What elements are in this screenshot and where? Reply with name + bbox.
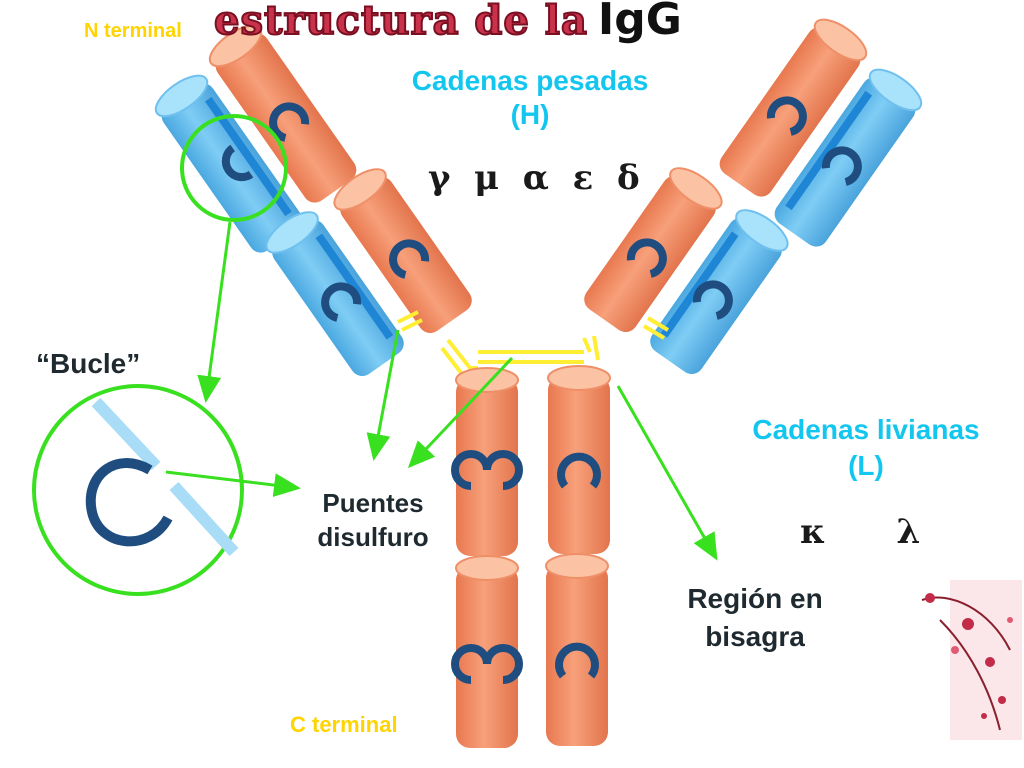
class-delta: δ xyxy=(616,158,640,198)
hinge-label-line1: Región en xyxy=(687,583,823,614)
class-lambda: λ xyxy=(896,512,921,552)
title-part1: estructura de la xyxy=(213,0,588,45)
heavy-chain-label-line1: Cadenas pesadas xyxy=(411,65,649,96)
loop-highlight-circle xyxy=(180,114,288,222)
class-gamma: γ xyxy=(428,158,451,198)
left-heavy-variable-domain xyxy=(208,24,357,203)
right-light-constant-domain xyxy=(650,209,789,375)
left-light-constant-domain xyxy=(265,211,404,377)
disulfide-label-line1: Puentes xyxy=(322,488,424,518)
right-heavy-variable-domain xyxy=(719,18,868,197)
c-terminal-label: C terminal xyxy=(290,712,398,737)
class-mu: μ xyxy=(474,158,500,198)
heavy-chain-classes: γ μ α ε δ xyxy=(428,158,640,198)
bucle-label: “Bucle” xyxy=(36,348,141,379)
light-chain-label-line2: (L) xyxy=(848,450,884,481)
fc-right-ch3-domain xyxy=(545,553,609,746)
title-part2: IgG xyxy=(597,0,682,45)
disulfide-bridges xyxy=(397,310,670,376)
fc-right-ch2-domain xyxy=(547,365,611,554)
loop-zoom-circle xyxy=(32,384,244,596)
hinge-label-line2: bisagra xyxy=(705,621,805,652)
annotation-arrows xyxy=(165,221,718,561)
right-heavy-ch1-domain xyxy=(584,167,723,333)
n-terminal-label: N terminal xyxy=(84,20,182,42)
loop-zoom-detail xyxy=(85,397,239,557)
disulfide-label: Puentes disulfuro xyxy=(298,486,448,554)
right-light-variable-domain xyxy=(774,68,923,247)
class-epsilon: ε xyxy=(572,158,594,198)
class-alpha: α xyxy=(522,158,549,198)
light-chain-label: Cadenas livianas (L) xyxy=(716,412,1016,484)
light-chain-label-line1: Cadenas livianas xyxy=(752,414,980,445)
class-kappa: κ xyxy=(800,512,826,552)
fc-left-ch2-domain xyxy=(451,367,523,556)
heavy-chain-label: Cadenas pesadas (H) xyxy=(380,64,680,132)
floral-decoration xyxy=(921,580,1022,740)
hinge-label: Región en bisagra xyxy=(660,580,850,656)
fc-left-ch3-domain xyxy=(451,555,523,748)
left-heavy-ch1-domain xyxy=(333,168,472,334)
light-chain-classes: κ λ xyxy=(800,512,920,552)
heavy-chain-label-line2: (H) xyxy=(510,99,550,130)
disulfide-label-line2: disulfuro xyxy=(317,522,429,552)
